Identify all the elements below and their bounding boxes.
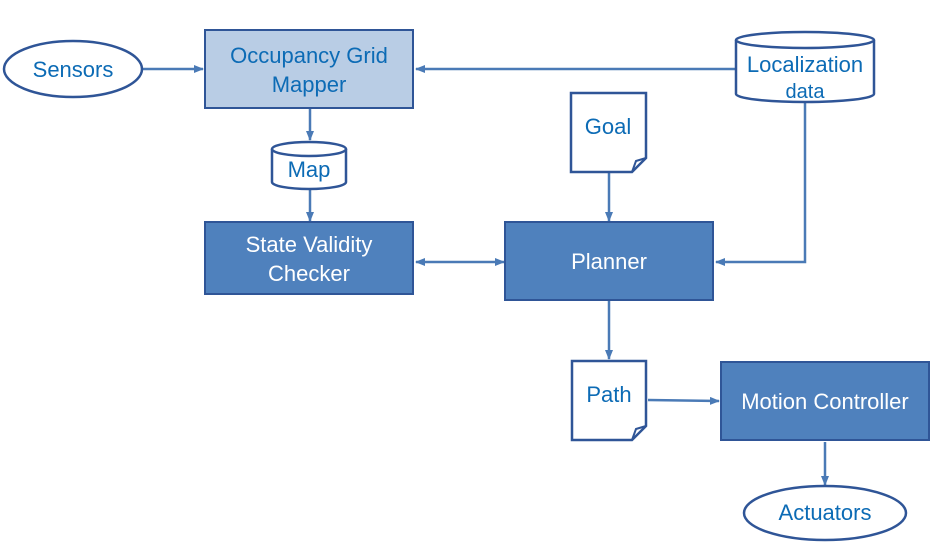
path-label: Path: [586, 382, 631, 407]
node-localization-data: Localization data: [734, 30, 876, 104]
sensors-label: Sensors: [33, 57, 114, 82]
map-label: Map: [288, 157, 331, 182]
node-motion-controller: Motion Controller: [720, 361, 930, 441]
occupancy-grid-mapper-label-line2: Mapper: [272, 72, 347, 97]
occupancy-grid-mapper-label-line1: Occupancy Grid: [230, 43, 388, 68]
node-sensors: Sensors: [2, 39, 144, 99]
localization-data-label-line2: data: [786, 81, 826, 103]
edge-path-to-controller: [647, 396, 720, 405]
node-goal: Goal: [569, 91, 648, 174]
planner-label: Planner: [571, 249, 647, 274]
localization-data-label-line1: Localization: [747, 52, 863, 77]
state-validity-checker-label-line1: State Validity: [246, 232, 373, 257]
motion-controller-label: Motion Controller: [741, 389, 909, 414]
node-planner: Planner: [504, 221, 714, 301]
goal-label: Goal: [585, 114, 631, 139]
node-occupancy-grid-mapper: Occupancy Grid Mapper: [204, 29, 414, 109]
node-state-validity-checker: State Validity Checker: [204, 221, 414, 295]
node-path: Path: [570, 359, 648, 442]
actuators-label: Actuators: [779, 500, 872, 525]
edge-localization-to-planner: [715, 100, 807, 266]
state-validity-checker-label-line2: Checker: [268, 261, 350, 286]
node-map: Map: [270, 140, 348, 191]
node-actuators: Actuators: [742, 484, 908, 542]
